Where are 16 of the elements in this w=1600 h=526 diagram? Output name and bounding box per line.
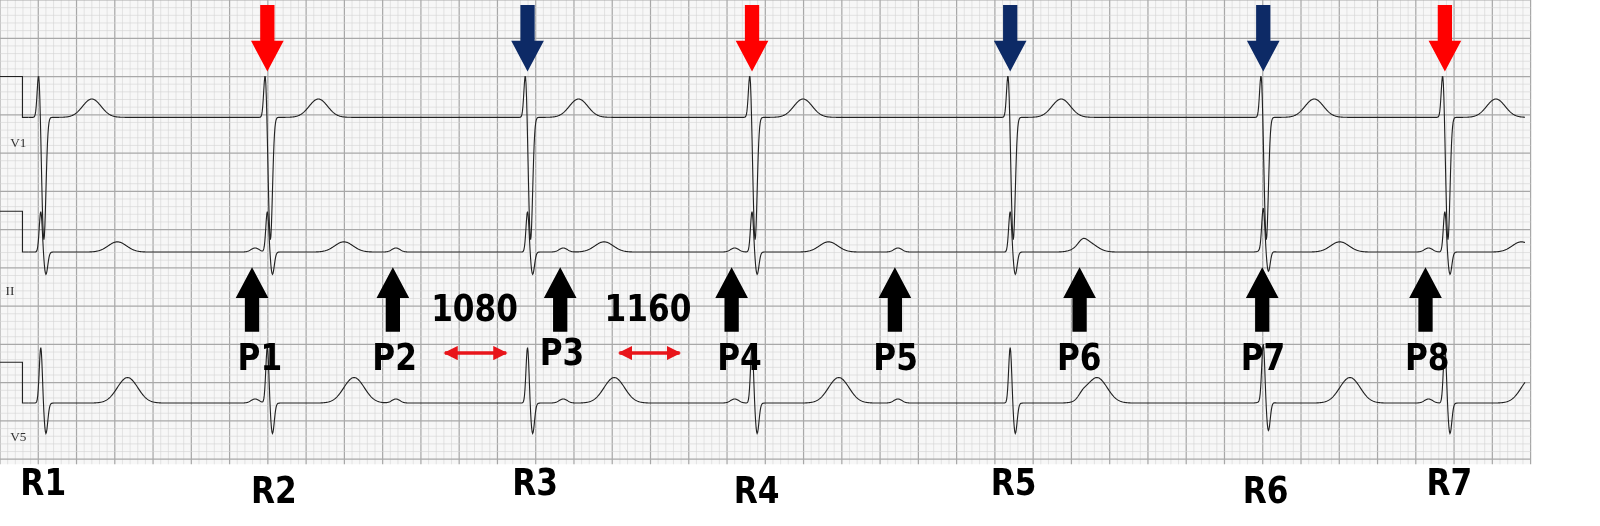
beat-label: R2 xyxy=(250,472,297,510)
interval-value: 1080 xyxy=(431,290,519,328)
lead-label: V5 xyxy=(10,429,27,443)
wave-label: P6 xyxy=(1056,339,1102,377)
beat-label: R7 xyxy=(1425,464,1472,501)
wave-label: P2 xyxy=(371,339,417,377)
beat-label: R5 xyxy=(990,464,1037,501)
wave-label: P3 xyxy=(539,334,584,372)
beat-label: R4 xyxy=(733,472,779,510)
beat-label: R1 xyxy=(19,464,66,501)
beat-label: R3 xyxy=(511,464,558,501)
beat-label: R6 xyxy=(1242,472,1289,510)
lead-label: II xyxy=(5,283,15,297)
interval-value: 1160 xyxy=(604,290,692,328)
lead-label: V1 xyxy=(10,135,27,149)
wave-label: P5 xyxy=(872,339,918,377)
